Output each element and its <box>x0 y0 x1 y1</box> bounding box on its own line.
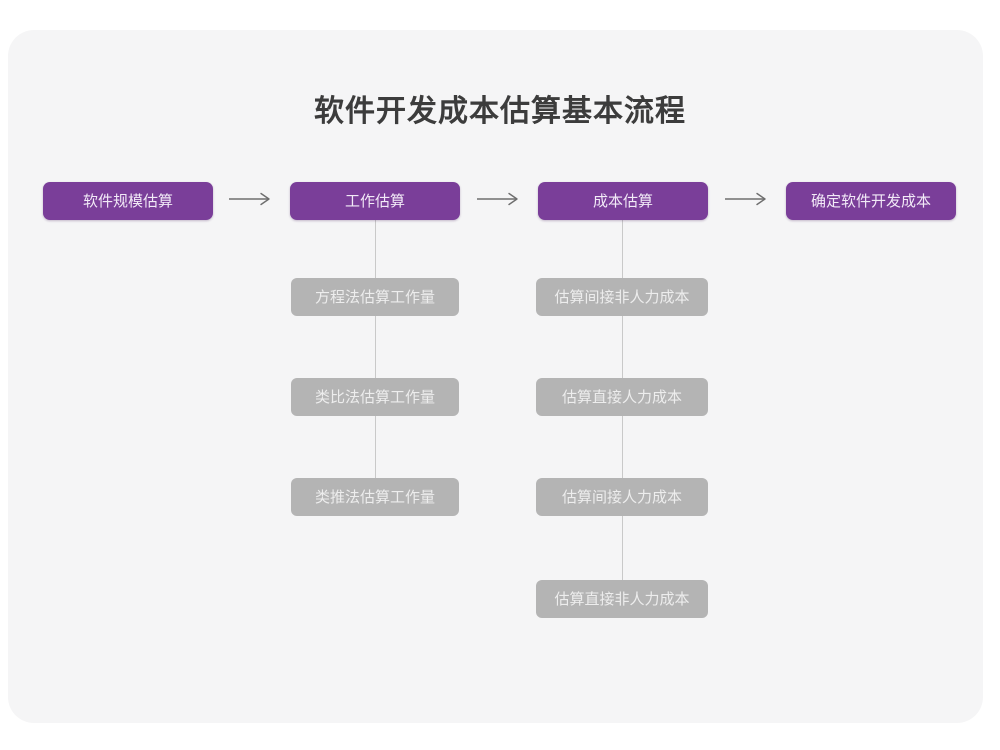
flow-arrow-3 <box>724 192 770 206</box>
card-background <box>8 30 983 723</box>
page-title: 软件开发成本估算基本流程 <box>314 95 686 128</box>
branch-item-label: 估算间接人力成本 <box>561 488 682 506</box>
branch-item-label: 类比法估算工作量 <box>314 388 435 406</box>
flow-step-label: 确定软件开发成本 <box>810 192 931 210</box>
branch-item-analogy-method-effort[interactable]: 类比法估算工作量 <box>291 378 459 416</box>
branch-item-label: 估算直接非人力成本 <box>554 590 690 608</box>
branch-item-analogical-method-effort[interactable]: 类推法估算工作量 <box>291 478 459 516</box>
branch-item-label: 类推法估算工作量 <box>314 488 435 506</box>
flow-step-label: 软件规模估算 <box>82 192 173 210</box>
flow-arrow-2 <box>476 192 522 206</box>
flow-step-software-scale-estimation[interactable]: 软件规模估算 <box>43 182 213 220</box>
branch-item-direct-non-labor-cost[interactable]: 估算直接非人力成本 <box>536 580 708 618</box>
flow-step-effort-estimation[interactable]: 工作估算 <box>290 182 460 220</box>
branch-item-label: 估算间接非人力成本 <box>554 288 690 306</box>
branch-item-label: 估算直接人力成本 <box>561 388 682 406</box>
flow-step-label: 成本估算 <box>592 192 653 210</box>
flow-step-determine-development-cost[interactable]: 确定软件开发成本 <box>786 182 956 220</box>
flow-step-cost-estimation[interactable]: 成本估算 <box>538 182 708 220</box>
branch-item-equation-method-effort[interactable]: 方程法估算工作量 <box>291 278 459 316</box>
flow-step-label: 工作估算 <box>344 192 405 210</box>
branch-item-direct-labor-cost[interactable]: 估算直接人力成本 <box>536 378 708 416</box>
branch-item-indirect-labor-cost[interactable]: 估算间接人力成本 <box>536 478 708 516</box>
branch-item-label: 方程法估算工作量 <box>314 288 435 306</box>
connector-line-branch-1 <box>375 218 376 508</box>
branch-item-indirect-non-labor-cost[interactable]: 估算间接非人力成本 <box>536 278 708 316</box>
flow-arrow-1 <box>228 192 274 206</box>
